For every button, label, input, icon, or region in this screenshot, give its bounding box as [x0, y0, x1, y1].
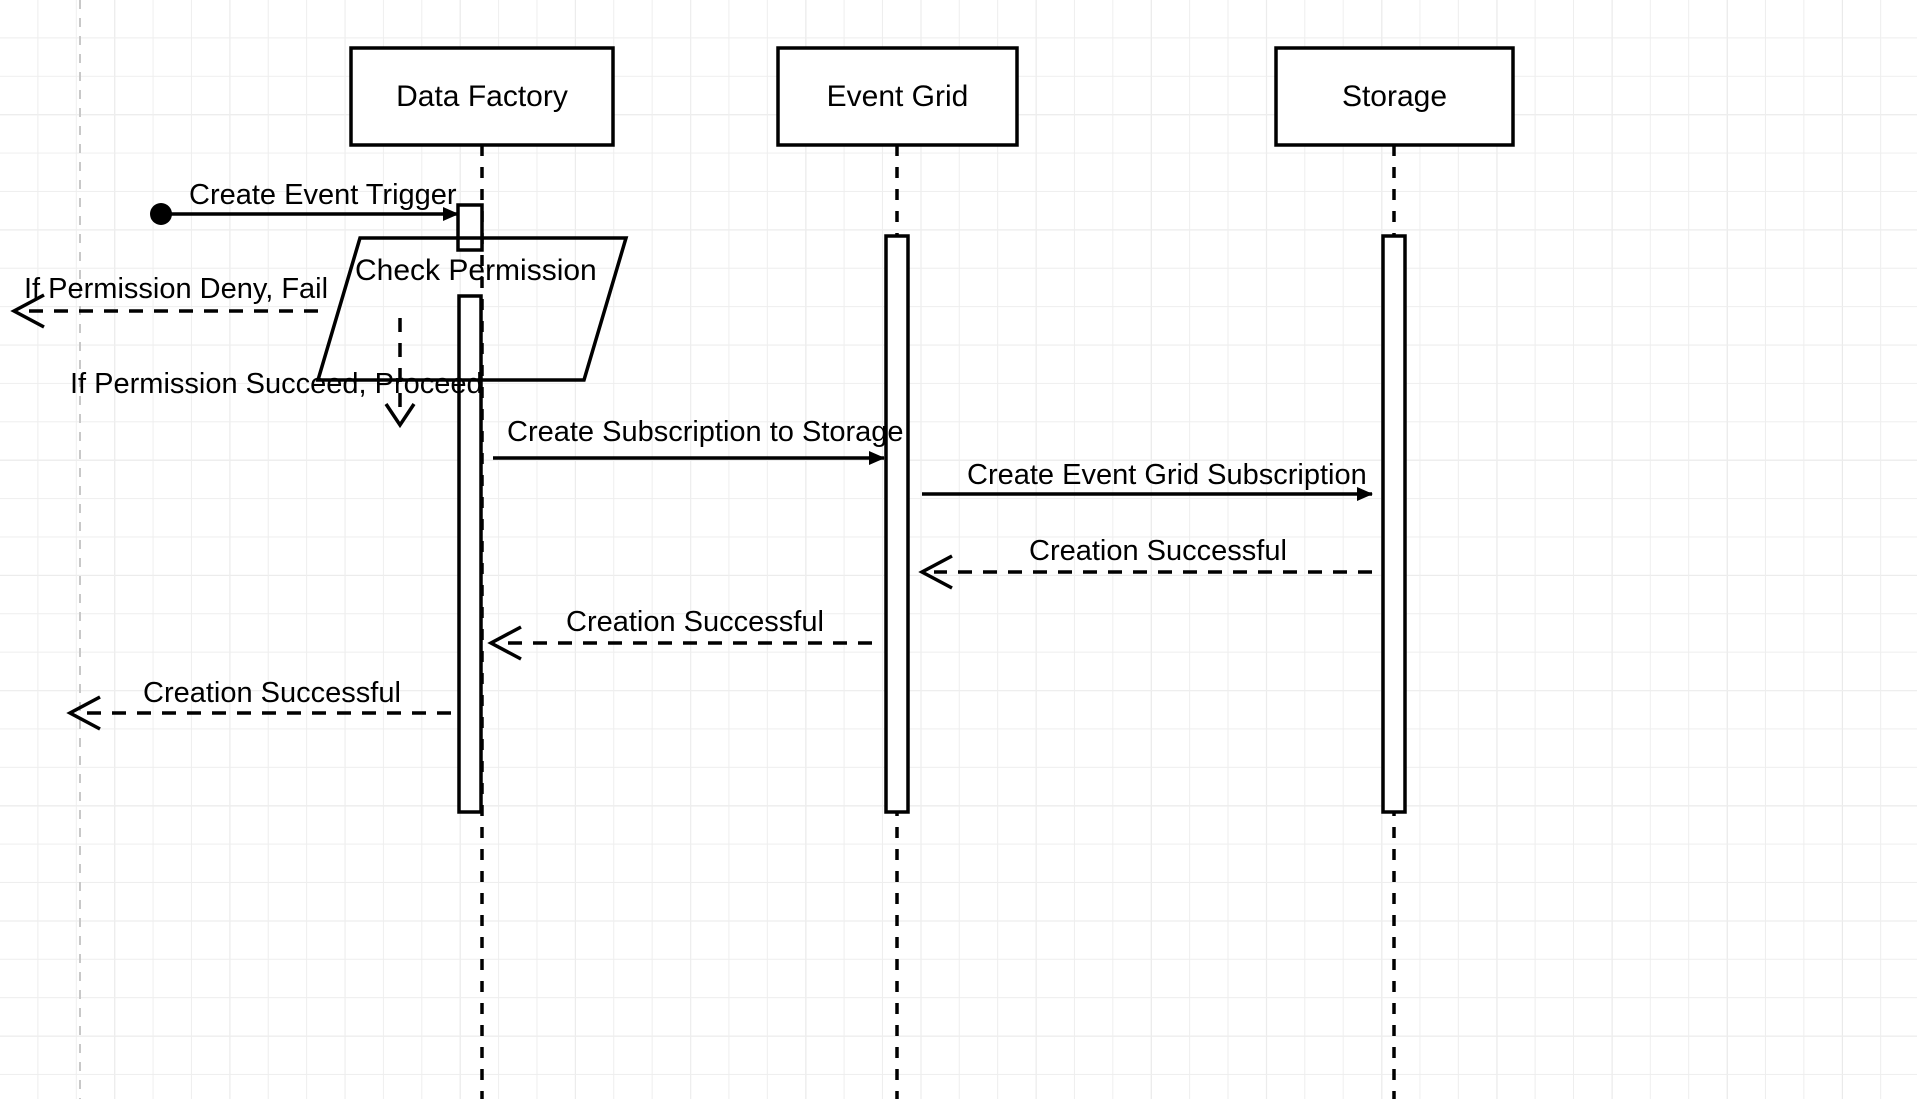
- arrowhead-open-creation-successful-eventgrid-to-datafactory: [487, 625, 522, 661]
- message-label-create-event-trigger: Create Event Trigger: [189, 179, 457, 211]
- arrowhead-open-creation-successful-datafactory-to-origin: [66, 695, 101, 731]
- arrowhead-open-if-permission-succeed-proceed: [384, 403, 416, 429]
- arrowhead-open-if-permission-deny-fail: [10, 293, 45, 329]
- activation-bar-data-factory-initial[interactable]: [456, 203, 484, 252]
- message-label-if-permission-deny-fail: If Permission Deny, Fail: [24, 273, 329, 305]
- message-label-if-permission-succeed-proceed: If Permission Succeed, Proceed: [70, 368, 483, 400]
- activation-bar-storage[interactable]: [1381, 234, 1407, 814]
- participant-label-data-factory: Data Factory: [396, 80, 568, 113]
- activation-bar-data-factory-main[interactable]: [457, 294, 483, 814]
- participant-box-event-grid[interactable]: [776, 46, 1019, 147]
- shape-label-check-permission: Check Permission: [355, 254, 597, 287]
- message-label-creation-successful-eventgrid-to-datafactory: Creation Successful: [566, 606, 824, 638]
- message-label-creation-successful-storage-to-eventgrid: Creation Successful: [1029, 535, 1287, 567]
- participant-label-event-grid: Event Grid: [826, 80, 969, 113]
- message-label-creation-successful-datafactory-to-origin: Creation Successful: [143, 677, 401, 709]
- message-label-create-event-grid-subscription: Create Event Grid Subscription: [967, 459, 1367, 491]
- participant-label-storage: Storage: [1341, 80, 1448, 113]
- participant-box-storage[interactable]: [1274, 46, 1515, 147]
- arrowhead-open-creation-successful-storage-to-eventgrid: [918, 554, 953, 590]
- shape-check-permission[interactable]: [315, 236, 629, 382]
- message-label-create-subscription-to-storage: Create Subscription to Storage: [507, 416, 904, 448]
- activation-bar-event-grid[interactable]: [884, 234, 910, 814]
